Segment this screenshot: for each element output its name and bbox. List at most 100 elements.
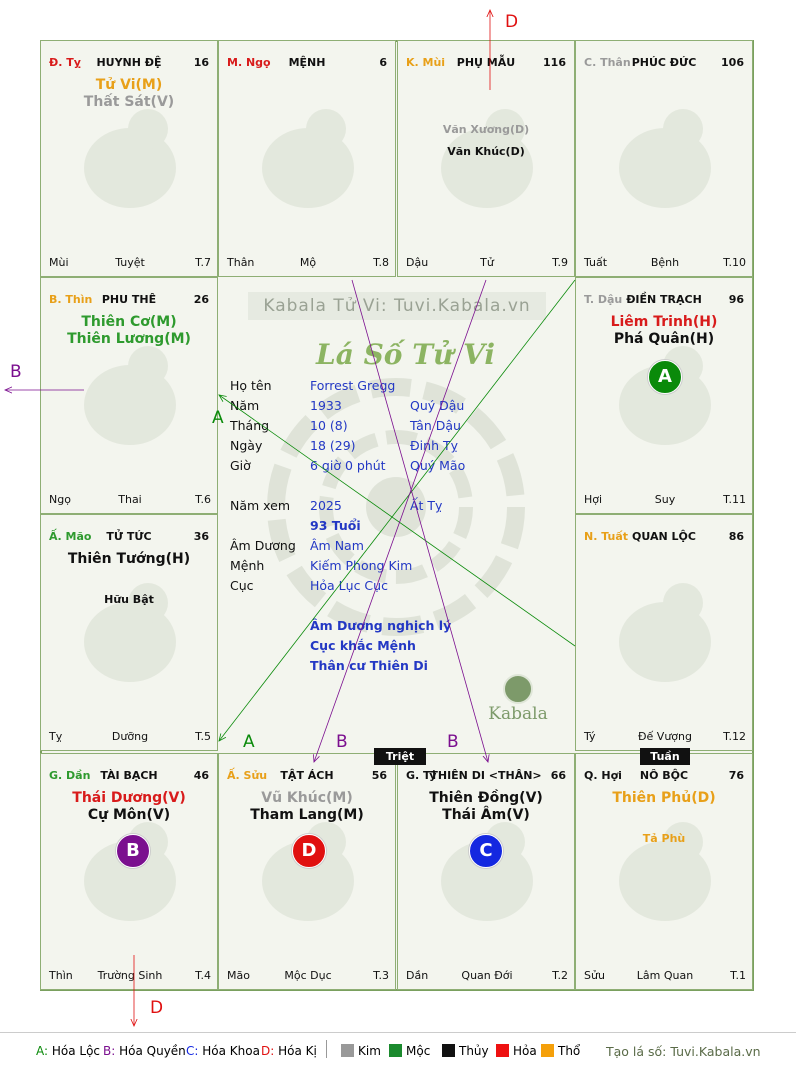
palace-name: ĐIỀN TRẠCH (626, 293, 702, 306)
legend-element-text: Mộc (406, 1044, 431, 1058)
legend-hoa-item: D: Hóa Kị (261, 1044, 317, 1058)
palace-stem: G. Tý (406, 769, 437, 782)
logo-text: Kabala (488, 704, 548, 724)
palace-name: PHÚC ĐỨC (631, 56, 697, 69)
palace-branch: Tý (584, 730, 596, 743)
arrow-label-a-lower: A (243, 732, 255, 752)
zodiac-silhouette (619, 822, 711, 921)
palace-name: TẬT ÁCH (280, 769, 334, 782)
palace-stem: N. Tuất (584, 530, 629, 543)
minor-star: Tả Phù (642, 832, 686, 845)
palace-name: NÔ BỘC (639, 769, 689, 782)
arrow-label-top: D (505, 12, 519, 32)
arrow-label-a-upper: A (212, 408, 224, 428)
palace-name: TÀI BẠCH (100, 769, 158, 782)
palace-phase: Thai (118, 493, 142, 506)
palace-phase: Mộc Dục (284, 969, 332, 982)
element-swatch (496, 1044, 509, 1057)
legend-element: Mộc (389, 1044, 430, 1058)
palace-name: QUAN LỘC (632, 530, 696, 543)
palace-number: 96 (728, 293, 744, 306)
palace-age: T.9 (552, 256, 568, 269)
info-value: Forrest Gregg (310, 378, 396, 393)
legend-key: C: (186, 1044, 199, 1058)
palace-branch: Sửu (584, 969, 605, 982)
info-extra: Tân Dậu (410, 418, 461, 433)
main-stars: Thiên Phủ(D) (576, 790, 752, 807)
info-label: Giờ (230, 458, 251, 473)
minor-stars: Hữu Bật (41, 589, 217, 611)
palace-age: T.12 (723, 730, 746, 743)
palace-stem: B. Thìn (49, 293, 93, 306)
main-star: Thiên Cơ(M) (81, 314, 177, 330)
info-value: 1933 (310, 398, 342, 413)
zodiac-silhouette (84, 583, 176, 682)
triet-tag: Triệt (374, 748, 426, 765)
palace-branch: Thân (227, 256, 255, 269)
minor-star: Hữu Bật (104, 593, 154, 606)
element-swatch (341, 1044, 354, 1057)
zodiac-silhouette (441, 109, 533, 208)
element-swatch (389, 1044, 402, 1057)
palace-phase: Mộ (299, 256, 317, 269)
legend-element: Thủy (442, 1044, 489, 1058)
palace-number: 76 (728, 769, 744, 782)
legend-element: Hỏa (496, 1044, 537, 1058)
palace-branch: Tuất (584, 256, 608, 269)
element-swatch (541, 1044, 554, 1057)
info-value: 6 giờ 0 phút (310, 458, 386, 473)
zodiac-silhouette (84, 109, 176, 208)
legend-element: Thổ (541, 1044, 580, 1058)
chart-note: Âm Dương nghịch lý (310, 618, 452, 633)
main-stars: Thiên Tướng(H) (41, 551, 217, 568)
zodiac-silhouette (619, 583, 711, 682)
legend-text: Hóa Quyền (119, 1044, 186, 1058)
palace-number: 16 (193, 56, 209, 69)
legend-element: Kim (341, 1044, 381, 1058)
info-label: Ngày (230, 438, 263, 453)
arrow-label-left: B (10, 362, 22, 382)
palace-phase: Dưỡng (111, 730, 149, 743)
element-swatch (442, 1044, 455, 1057)
palace-age: T.7 (195, 256, 211, 269)
info-value: 18 (29) (310, 438, 356, 453)
palace-age: T.2 (552, 969, 568, 982)
palace-age: T.10 (723, 256, 746, 269)
kabala-logo: Kabala (484, 674, 552, 724)
palace-number: 36 (193, 530, 209, 543)
main-star: Liêm Trinh(H) (610, 314, 718, 330)
main-star: Thiên Tướng(H) (67, 551, 191, 567)
palace-stem: G. Dần (49, 769, 91, 782)
arrow-label-b-left: B (336, 732, 348, 752)
info-value: 2025 (310, 498, 342, 513)
chart-note: Cục khắc Mệnh (310, 638, 416, 653)
legend-credit[interactable]: Tạo lá số: Tuvi.Kabala.vn (606, 1044, 761, 1059)
palace-stem: Q. Hợi (584, 769, 622, 782)
palace-name: MỆNH (288, 56, 326, 69)
zodiac-silhouette (262, 109, 354, 208)
info-extra: Quý Dậu (410, 398, 465, 413)
palace-branch: Thìn (49, 969, 73, 982)
palace-branch: Dậu (406, 256, 429, 269)
legend-hoa-item: B: Hóa Quyền (103, 1044, 186, 1058)
palace-phase: Suy (654, 493, 676, 506)
legend-hoa-item: A: Hóa Lộc (36, 1044, 100, 1058)
info-label: Mệnh (230, 558, 265, 573)
palace-phase: Lâm Quan (636, 969, 694, 982)
palace-branch: Mùi (49, 256, 69, 269)
palace-age: T.1 (730, 969, 746, 982)
arrow-label-bottom: D (150, 998, 164, 1018)
palace-phase: Tuyệt (115, 256, 145, 269)
